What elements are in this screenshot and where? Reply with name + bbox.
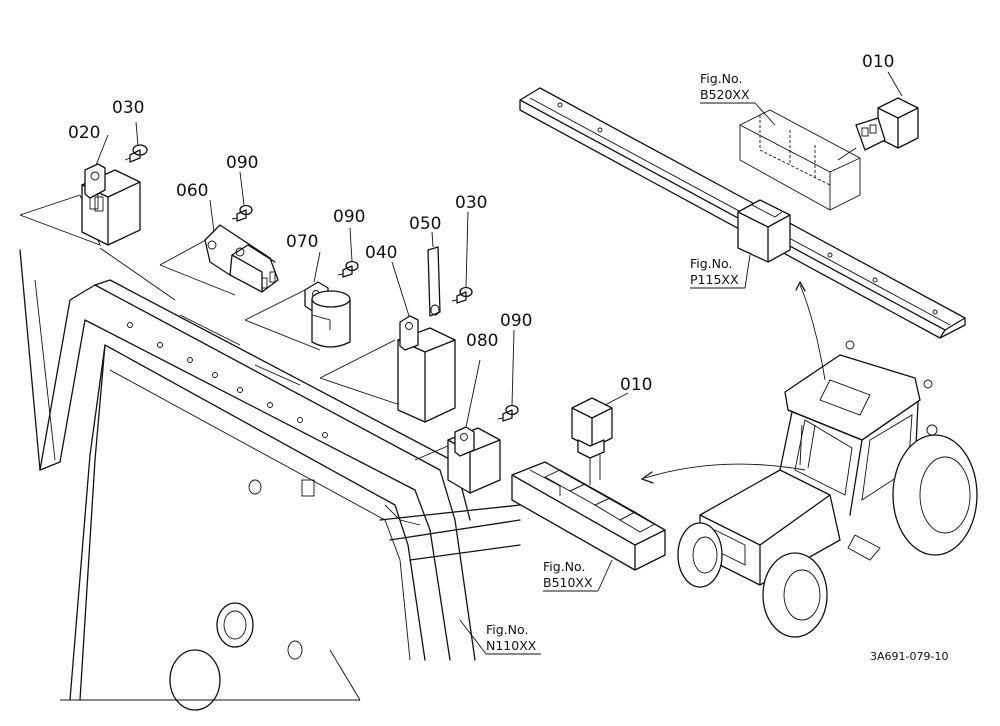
cab-frame [19, 249, 521, 711]
callout-090-upper: 090 [226, 153, 258, 173]
callout-060: 060 [176, 181, 208, 201]
callout-040: 040 [365, 243, 397, 263]
part-030-screw-top [124, 121, 148, 163]
callout-090-middle: 090 [333, 207, 365, 227]
part-010-relay-lower [571, 392, 629, 485]
relay-holder-b520 [739, 109, 861, 211]
callout-020: 020 [68, 123, 100, 143]
part-090-screw-lower [497, 329, 519, 422]
fig-ref-b520-label: Fig.No. [700, 71, 742, 86]
callout-030-top: 030 [112, 98, 144, 118]
fig-ref-n110: Fig.No. N110XX [459, 619, 541, 655]
fig-ref-b520-code: B520XX [700, 87, 750, 102]
part-050-bracket-strap [427, 231, 441, 317]
fig-ref-b510-code: B510XX [543, 575, 593, 590]
part-010-relay-upper [837, 71, 919, 161]
callout-030-middle: 030 [455, 193, 487, 213]
mounting-plane-lines [19, 194, 451, 461]
fig-ref-p115: Fig.No. P115XX [690, 254, 751, 289]
callout-080: 080 [466, 331, 498, 351]
part-080-flasher-relay [447, 359, 501, 494]
reference-arrows [641, 281, 826, 484]
part-040-unit [391, 261, 456, 423]
fig-ref-b520: Fig.No. B520XX [700, 71, 776, 126]
part-020-flasher-unit [81, 134, 141, 246]
callout-010-lower: 010 [620, 375, 652, 395]
part-090-screw-middle [337, 227, 359, 278]
roof-beam-p115 [519, 87, 966, 339]
fig-ref-b510: Fig.No. B510XX [543, 559, 613, 592]
part-070-relay [304, 251, 351, 348]
fig-ref-n110-code: N110XX [486, 638, 537, 653]
callout-010-upper: 010 [862, 52, 894, 72]
part-090-screw-upper [231, 171, 253, 222]
part-060-relay [204, 199, 279, 293]
callout-070: 070 [286, 232, 318, 252]
callout-090-lower: 090 [500, 311, 532, 331]
callout-050: 050 [409, 214, 441, 234]
part-030-screw-middle [451, 211, 473, 304]
fig-ref-p115-label: Fig.No. [690, 256, 732, 271]
drawing-code: 3A691-079-10 [870, 650, 948, 663]
tractor-illustration [677, 340, 978, 638]
fig-ref-n110-label: Fig.No. [486, 622, 528, 637]
relay-tray-b510 [511, 461, 666, 571]
fig-ref-p115-code: P115XX [690, 272, 739, 287]
fig-ref-b510-label: Fig.No. [543, 559, 585, 574]
